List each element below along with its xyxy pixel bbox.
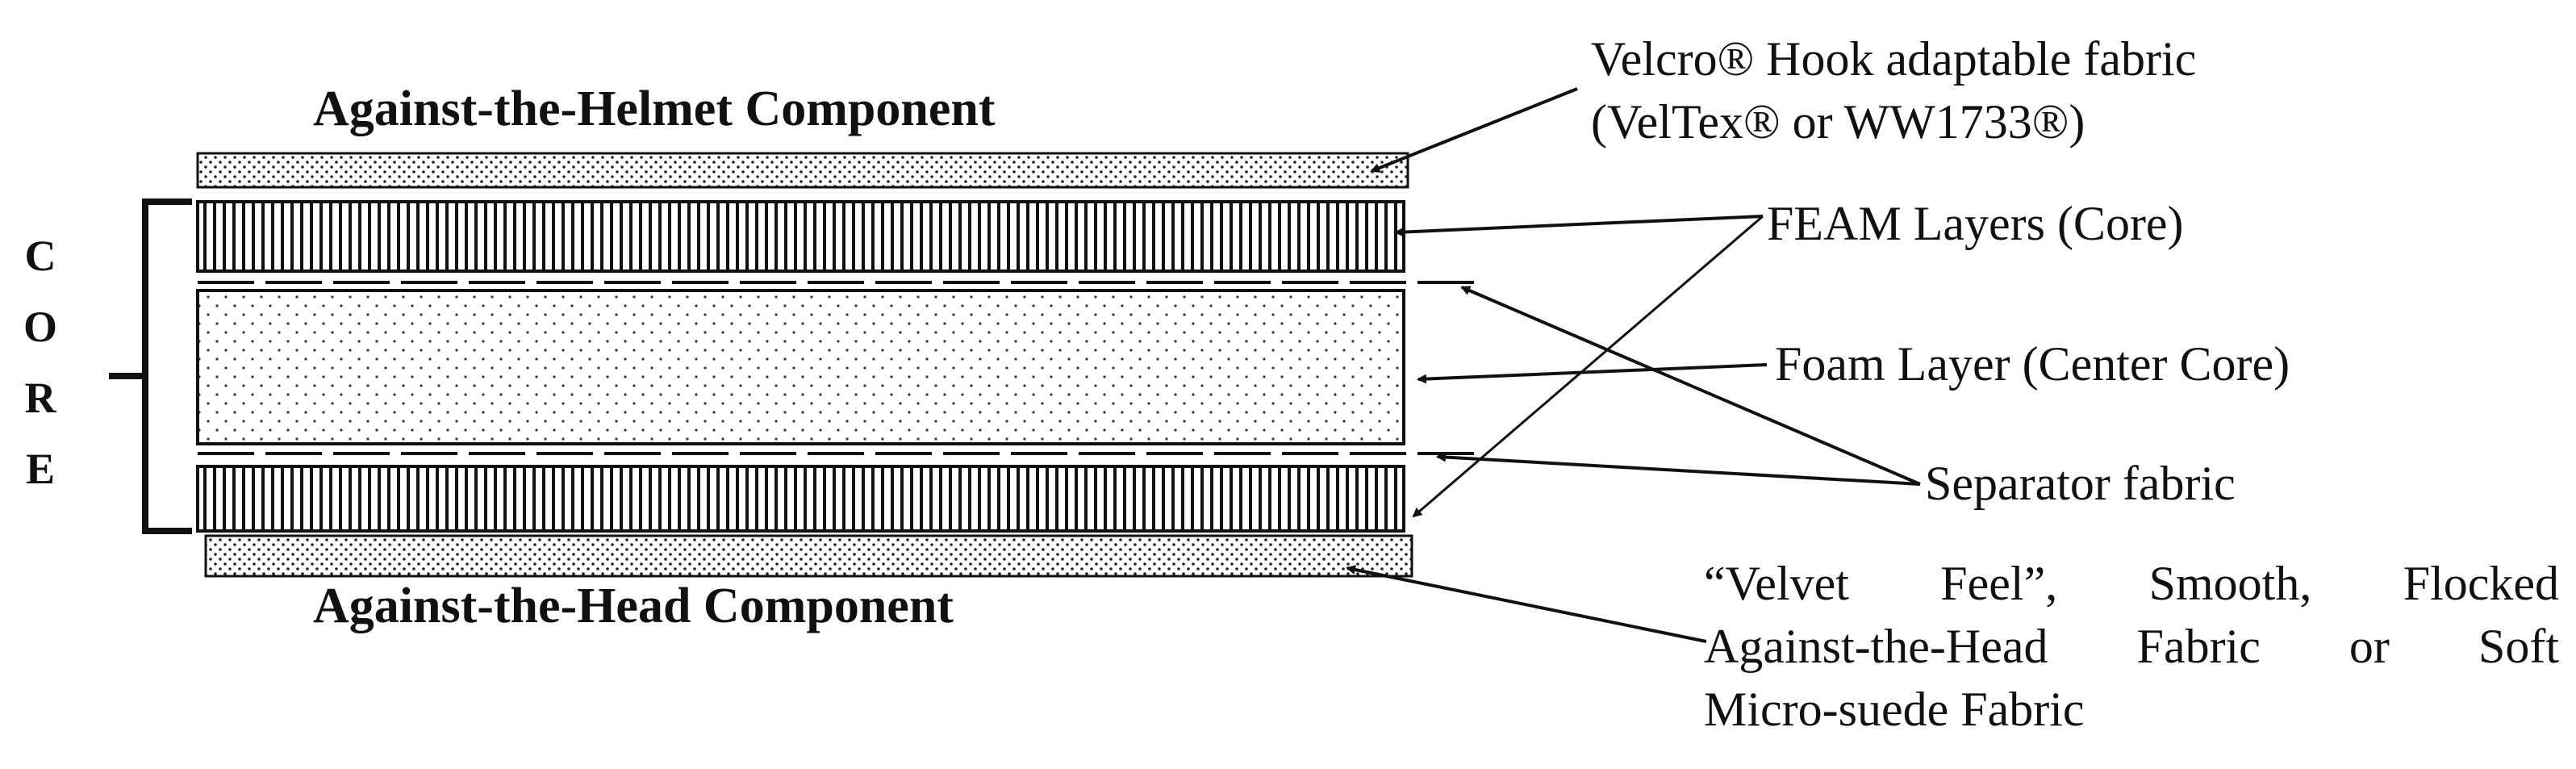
velvet-head-layer — [204, 534, 1413, 578]
core-letter-e: E — [25, 445, 56, 493]
separator-leader-bottom — [1436, 452, 1921, 486]
core-letter-c: C — [24, 232, 56, 280]
velcro-callout-line2: (VelTex® or WW1733®) — [1591, 95, 2085, 148]
velvet-callout-line2: Against-the-Head Fabric or Soft — [1704, 620, 2559, 673]
feam-leader-bottom — [1412, 215, 1764, 518]
feam-leader-top — [1394, 215, 1764, 237]
separator-leader-top — [1460, 286, 1921, 486]
separator-callout: Separator fabric — [1925, 457, 2236, 510]
core-letter-r: R — [24, 374, 56, 422]
against-helmet-label: Against-the-Helmet Component — [313, 81, 996, 136]
feam-callout: FEAM Layers (Core) — [1767, 197, 2184, 250]
feam-layer-top — [196, 200, 1405, 273]
foam-callout: Foam Layer (Center Core) — [1775, 337, 2290, 391]
foam-leader — [1417, 363, 1768, 384]
velcro-leader — [1370, 87, 1578, 173]
feam-layer-bottom — [196, 465, 1405, 533]
foam-center-core — [196, 289, 1405, 445]
velvet-callout-line1: “Velvet Feel”, Smooth, Flocked — [1704, 557, 2559, 610]
velcro-hook-layer — [196, 152, 1409, 189]
velvet-leader — [1346, 565, 1707, 643]
core-bracket — [142, 199, 192, 534]
against-head-label: Against-the-Head Component — [313, 579, 954, 633]
velcro-callout-line1: Velcro® Hook adaptable fabric — [1591, 32, 2197, 86]
core-letter-o: O — [23, 303, 57, 351]
velvet-callout-line3: Micro-suede Fabric — [1704, 683, 2085, 736]
